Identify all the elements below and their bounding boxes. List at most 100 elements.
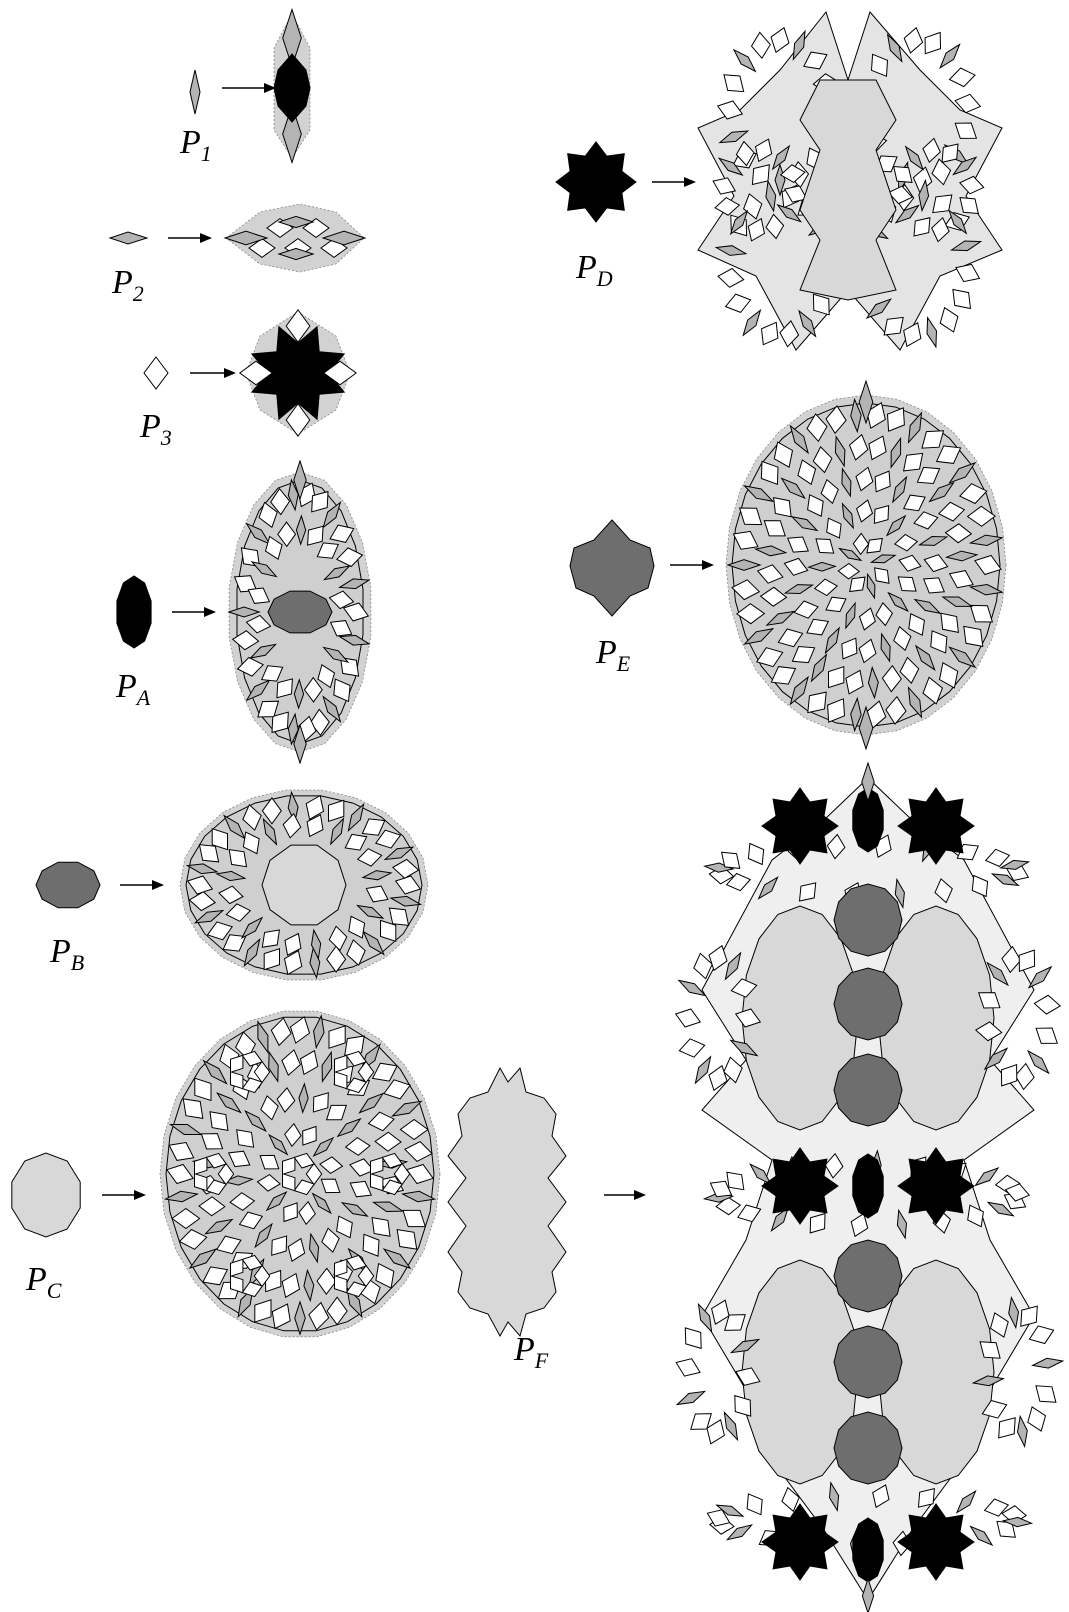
thick-rhomb-icon bbox=[676, 1359, 700, 1376]
thin-rhomb-icon bbox=[695, 1057, 710, 1083]
prototile-p1 bbox=[190, 70, 200, 114]
prototile-p2 bbox=[110, 232, 147, 244]
thick-rhomb-icon bbox=[925, 33, 940, 54]
patch-pd bbox=[698, 12, 1002, 350]
label-p1: P1 bbox=[179, 124, 212, 166]
thick-rhomb-icon bbox=[850, 577, 865, 591]
thick-rhomb-icon bbox=[685, 1328, 701, 1349]
thin-rhomb-icon bbox=[940, 44, 959, 67]
thick-rhomb-icon bbox=[953, 290, 971, 309]
thick-rhomb-icon bbox=[1034, 995, 1060, 1014]
pd-star-region bbox=[762, 788, 838, 864]
thick-rhomb-icon bbox=[884, 317, 903, 335]
label-pa: PA bbox=[115, 668, 151, 710]
patch-pc bbox=[160, 1011, 440, 1337]
thick-rhomb-icon bbox=[1036, 1386, 1056, 1403]
thick-rhomb-icon bbox=[727, 1172, 744, 1189]
pd-star-region bbox=[898, 788, 974, 864]
thin-rhomb-icon bbox=[724, 1412, 737, 1439]
arrow-pb bbox=[120, 880, 164, 890]
patch-p3 bbox=[240, 310, 356, 436]
pa-region bbox=[853, 1154, 883, 1218]
patch-p2 bbox=[225, 204, 365, 272]
thick-rhomb-icon bbox=[771, 28, 789, 53]
pd-star-region bbox=[762, 1148, 838, 1224]
thick-rhomb-icon bbox=[229, 850, 246, 867]
thin-rhomb-icon bbox=[1028, 1051, 1049, 1073]
thin-rhomb-icon bbox=[1001, 860, 1029, 869]
prototile-pf bbox=[448, 1068, 566, 1336]
thick-rhomb-icon bbox=[747, 1494, 762, 1515]
pa-region bbox=[853, 1518, 883, 1582]
thick-rhomb-icon bbox=[748, 844, 763, 865]
prototile-pe bbox=[570, 520, 654, 616]
thick-rhomb-icon bbox=[372, 1218, 390, 1237]
p1-thin-rhomb-icon bbox=[190, 70, 200, 114]
thick-rhomb-icon bbox=[919, 1489, 935, 1507]
p3-thick-rhomb-icon bbox=[144, 357, 168, 389]
thin-rhomb-icon bbox=[957, 1491, 976, 1513]
thick-rhomb-icon bbox=[210, 1112, 228, 1131]
arrow-pe bbox=[670, 560, 714, 570]
thick-rhomb-icon bbox=[941, 613, 959, 632]
thick-rhomb-icon bbox=[707, 1420, 724, 1444]
thick-rhomb-icon bbox=[875, 568, 889, 583]
thin-rhomb-icon bbox=[1029, 967, 1051, 988]
thick-rhomb-icon bbox=[726, 294, 751, 312]
label-p3: P3 bbox=[139, 408, 172, 450]
arrow-p2 bbox=[168, 233, 212, 243]
thick-rhomb-icon bbox=[183, 1099, 203, 1119]
thick-rhomb-icon bbox=[724, 75, 744, 92]
arrow-pc bbox=[102, 1190, 146, 1200]
thick-rhomb-icon bbox=[774, 498, 792, 517]
thick-rhomb-icon bbox=[808, 692, 826, 713]
prototile-pb bbox=[36, 862, 100, 908]
thick-rhomb-icon bbox=[942, 144, 958, 162]
thick-rhomb-icon bbox=[762, 322, 778, 344]
thin-rhomb-icon bbox=[1018, 1416, 1028, 1446]
thick-rhomb-icon bbox=[262, 930, 279, 947]
thin-rhomb-icon bbox=[743, 310, 760, 335]
prototile-p3 bbox=[144, 357, 168, 389]
thick-rhomb-icon bbox=[940, 308, 958, 332]
thick-rhomb-icon bbox=[679, 1039, 704, 1057]
thick-rhomb-icon bbox=[999, 1418, 1016, 1438]
pf-core-region bbox=[800, 80, 896, 300]
pb-core-region bbox=[268, 591, 332, 633]
patch-pe bbox=[726, 381, 1006, 749]
thin-rhomb-icon bbox=[1033, 1358, 1063, 1368]
thick-rhomb-icon bbox=[1001, 1065, 1016, 1086]
thick-rhomb-icon bbox=[894, 167, 912, 183]
thick-rhomb-icon bbox=[752, 32, 771, 58]
label-pd: PD bbox=[575, 249, 613, 291]
prototile-pc bbox=[12, 1153, 80, 1237]
pd-star-region bbox=[762, 1504, 838, 1580]
thick-rhomb-icon bbox=[800, 883, 816, 901]
pd-star-region bbox=[898, 1504, 974, 1580]
pf-tile-icon bbox=[448, 1068, 566, 1336]
pe-tile-icon bbox=[570, 520, 654, 616]
thin-rhomb-icon bbox=[976, 1168, 999, 1185]
patch-pf bbox=[676, 763, 1063, 1612]
pb-tile-icon bbox=[36, 862, 100, 908]
label-pc: PC bbox=[25, 1261, 62, 1303]
arrow-pa bbox=[172, 607, 216, 617]
thick-rhomb-icon bbox=[914, 218, 930, 236]
thick-rhomb-icon bbox=[1015, 1064, 1034, 1090]
thick-rhomb-icon bbox=[237, 1130, 254, 1147]
thin-rhomb-icon bbox=[927, 318, 937, 347]
thin-rhomb-icon bbox=[734, 50, 756, 72]
thick-rhomb-icon bbox=[199, 845, 218, 862]
thick-rhomb-icon bbox=[960, 198, 978, 214]
label-pf: PF bbox=[513, 1331, 549, 1373]
pd-star-region bbox=[898, 1148, 974, 1224]
pd-tile-icon bbox=[556, 142, 636, 222]
arrow-pd bbox=[652, 177, 696, 187]
patch-pa bbox=[229, 461, 371, 763]
arrow-p1 bbox=[222, 83, 276, 93]
thick-rhomb-icon bbox=[964, 626, 983, 646]
thick-rhomb-icon bbox=[956, 264, 980, 281]
thick-rhomb-icon bbox=[1029, 1326, 1053, 1344]
thick-rhomb-icon bbox=[904, 28, 922, 53]
